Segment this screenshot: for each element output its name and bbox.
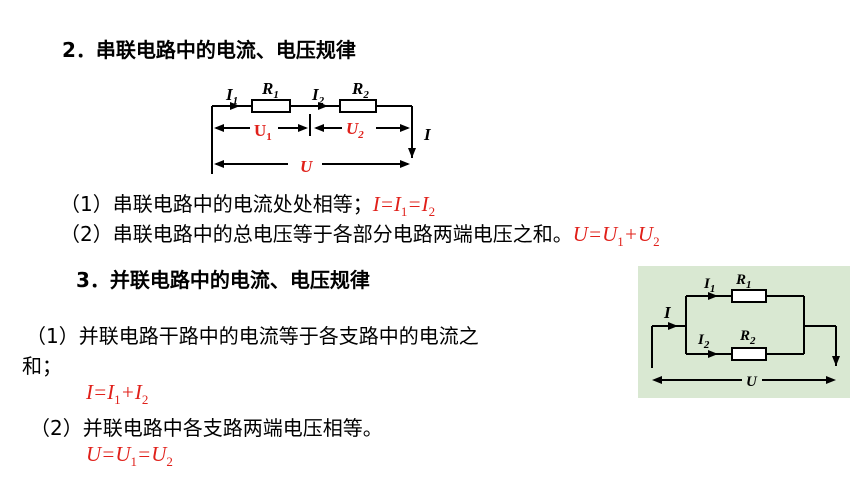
- series-voltage-rule: （2）串联电路中的总电压等于各部分电路两端电压之和。U=U1+U2: [60, 222, 660, 250]
- series-current-rule: （1）串联电路中的电流处处相等；I=I1=I2: [60, 192, 436, 220]
- parallel-current-formula: I=I1+I2: [86, 380, 149, 408]
- parallel-r2-label: R2: [739, 328, 756, 347]
- parallel-voltage-rule: （2）并联电路中各支路两端电压相等。: [30, 416, 383, 440]
- section3-heading: 3．并联电路中的电流、电压规律: [76, 268, 370, 292]
- series-voltage-formula: U=U1+U2: [572, 222, 660, 250]
- parallel-i-label: I: [663, 303, 672, 322]
- parallel-circuit-diagram: I I1 R1 I2 R2 U: [651, 272, 840, 390]
- series-i-label: I: [423, 125, 432, 144]
- series-r1-label: R1: [261, 79, 279, 101]
- parallel-i2-label: I2: [697, 332, 710, 351]
- parallel-circuit-panel: I I1 R1 I2 R2 U: [638, 266, 850, 398]
- parallel-current-rule-line2: 和；: [22, 354, 62, 378]
- parallel-i1-label: I1: [703, 276, 715, 295]
- parallel-voltage-formula: U=U1=U2: [86, 442, 173, 470]
- series-i1-label: I1: [225, 85, 238, 107]
- series-i2-label: I2: [311, 85, 325, 107]
- parallel-current-rule-line1: （1）并联电路干路中的电流等于各支路中的电流之: [26, 324, 479, 348]
- parallel-u-label: U: [746, 374, 758, 390]
- series-u2-label: U2: [346, 119, 364, 141]
- series-u1-label: U1: [254, 121, 272, 143]
- section2-heading: 2．串联电路中的电流、电压规律: [62, 38, 356, 62]
- series-u-label: U: [300, 157, 313, 176]
- series-current-formula: I=I1=I2: [372, 192, 436, 220]
- parallel-r1-label: R1: [735, 272, 752, 291]
- series-circuit-diagram: I1 R1 I2 R2 U1 U2 I U: [211, 79, 432, 176]
- series-r2-label: R2: [351, 79, 369, 101]
